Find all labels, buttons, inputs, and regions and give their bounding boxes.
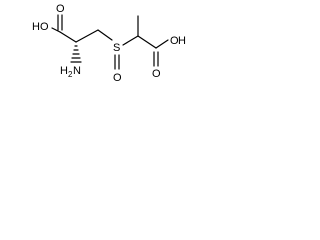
atom-s: S <box>113 42 120 54</box>
atom-h-amine: H <box>60 65 68 77</box>
atom-o-hydroxyl-right: O <box>170 35 179 47</box>
atom-o-carbonyl-left: O <box>56 3 65 15</box>
bond-alpha-cooh <box>59 31 77 43</box>
bond-cooh-left-c-oh <box>51 27 61 33</box>
atom-o-hydroxyl-left: O <box>40 21 49 33</box>
bond-s-ch <box>122 35 139 46</box>
bond-ch2-s <box>97 29 113 41</box>
molecule-canvas: O H O H 2 N S O O H <box>0 0 212 102</box>
atom-o-sulfoxide: O <box>113 72 122 84</box>
atom-h-hydroxyl-left: H <box>32 21 40 33</box>
atom-amine-subscript: 2 <box>68 70 73 79</box>
atom-o-carbonyl-right: O <box>152 68 161 80</box>
bond-cooh-right-c-oh <box>155 39 169 49</box>
atom-n-amine: N <box>73 65 81 77</box>
molecule-structure: O H O H 2 N S O O H <box>32 3 186 84</box>
atom-h-hydroxyl-right: H <box>178 35 186 47</box>
bond-alpha-ch2 <box>75 29 99 43</box>
bond-ch-cooh-right <box>137 35 157 49</box>
bond-stereo-amine <box>70 45 82 63</box>
